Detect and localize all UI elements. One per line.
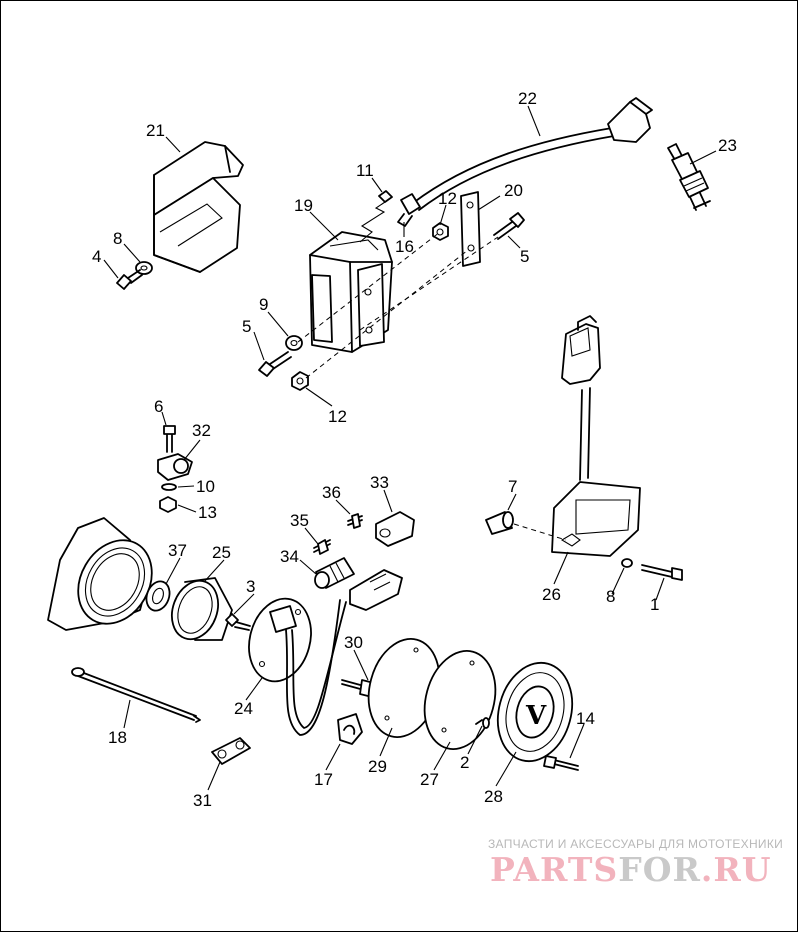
callout-20: 20 <box>504 181 523 200</box>
module-screw <box>621 558 683 581</box>
watermark-tagline: ЗАПЧАСТИ И АКСЕССУАРЫ ДЛЯ МОТОТЕХНИКИ <box>488 837 784 851</box>
cover-screw <box>475 717 490 729</box>
watermark-brand-ru: .RU <box>700 850 772 889</box>
callout-23: 23 <box>718 136 737 155</box>
callout-19: 19 <box>294 196 313 215</box>
callout-14: 14 <box>576 709 595 728</box>
callout-36: 36 <box>322 483 341 502</box>
rotor-cup <box>171 577 233 641</box>
coil-bracket <box>460 191 481 267</box>
clamp-washer <box>161 483 177 491</box>
callout-13: 13 <box>198 503 217 522</box>
callout-2: 2 <box>460 753 469 772</box>
callout-5-lower: 5 <box>242 317 251 336</box>
bushing <box>145 580 171 612</box>
ignition-coil <box>309 231 393 353</box>
callout-7: 7 <box>508 477 517 496</box>
coil-bolt <box>258 351 292 377</box>
plate-screw <box>225 613 251 631</box>
callout-37: 37 <box>168 541 187 560</box>
inner-cover <box>423 650 497 750</box>
cover-emblem: V <box>525 701 547 731</box>
callout-21: 21 <box>146 121 165 140</box>
callout-9: 9 <box>259 295 268 314</box>
crankcase-bore <box>47 517 153 631</box>
clamp-screw <box>163 425 176 453</box>
cover-screw-and-washer <box>116 261 153 290</box>
bracket-nut <box>432 222 449 241</box>
callout-4: 4 <box>92 247 101 266</box>
connector-housing-small <box>375 511 415 547</box>
coil-washer <box>285 335 303 351</box>
sensor-plate <box>248 597 347 736</box>
coil-terminal-nut <box>359 190 393 243</box>
callout-35: 35 <box>290 511 309 530</box>
callout-10: 10 <box>196 477 215 496</box>
outer-timer-cover: V <box>496 661 574 763</box>
callout-8-upper: 8 <box>113 229 122 248</box>
callout-12-upper: 12 <box>438 189 457 208</box>
wire-clamp <box>157 453 193 481</box>
callout-29: 29 <box>368 757 387 776</box>
watermark-brand-for: FOR <box>618 850 701 889</box>
callout-27: 27 <box>420 770 439 789</box>
callout-11: 11 <box>356 161 374 180</box>
spark-plug-cable <box>397 97 653 227</box>
callout-25: 25 <box>212 543 231 562</box>
callout-28: 28 <box>484 787 503 806</box>
callout-17: 17 <box>314 770 333 789</box>
terminal-pin-36 <box>347 513 363 529</box>
callout-24: 24 <box>234 699 253 718</box>
callout-33: 33 <box>370 473 389 492</box>
spark-plug <box>667 143 711 211</box>
callout-32: 32 <box>192 421 211 440</box>
cable-tie <box>71 667 201 723</box>
watermark-brand-parts: PARTS <box>490 850 619 889</box>
callout-22: 22 <box>518 89 537 108</box>
callout-31: 31 <box>193 791 212 810</box>
callout-34: 34 <box>280 547 299 566</box>
connector-seal <box>314 557 355 589</box>
callout-6: 6 <box>154 397 163 416</box>
module-spacer <box>485 511 514 535</box>
callout-5-upper: 5 <box>520 247 529 266</box>
callout-16: 16 <box>395 237 414 256</box>
callout-3: 3 <box>246 577 255 596</box>
bracket-bolt <box>493 212 525 240</box>
callout-1: 1 <box>650 595 659 614</box>
callout-12-lower: 12 <box>328 407 347 426</box>
sensor-plug <box>349 569 403 611</box>
wire-clip <box>337 713 363 745</box>
callout-26: 26 <box>542 585 561 604</box>
callout-18: 18 <box>108 728 127 747</box>
callout-8-lower: 8 <box>606 587 615 606</box>
terminal-pin-35 <box>313 539 331 555</box>
coil-cover <box>153 141 244 273</box>
coil-nut <box>291 371 309 391</box>
watermark-brand: PARTSFOR.RU <box>490 850 772 889</box>
ignition-module <box>551 315 641 557</box>
grommet-plate <box>211 737 251 765</box>
callout-labels: 22 23 21 11 19 12 20 16 8 4 5 9 5 12 6 3… <box>92 89 737 810</box>
callout-30: 30 <box>344 633 363 652</box>
outer-cover-screw <box>543 755 579 771</box>
leader-lines <box>103 105 717 791</box>
clamp-nut <box>159 496 177 513</box>
